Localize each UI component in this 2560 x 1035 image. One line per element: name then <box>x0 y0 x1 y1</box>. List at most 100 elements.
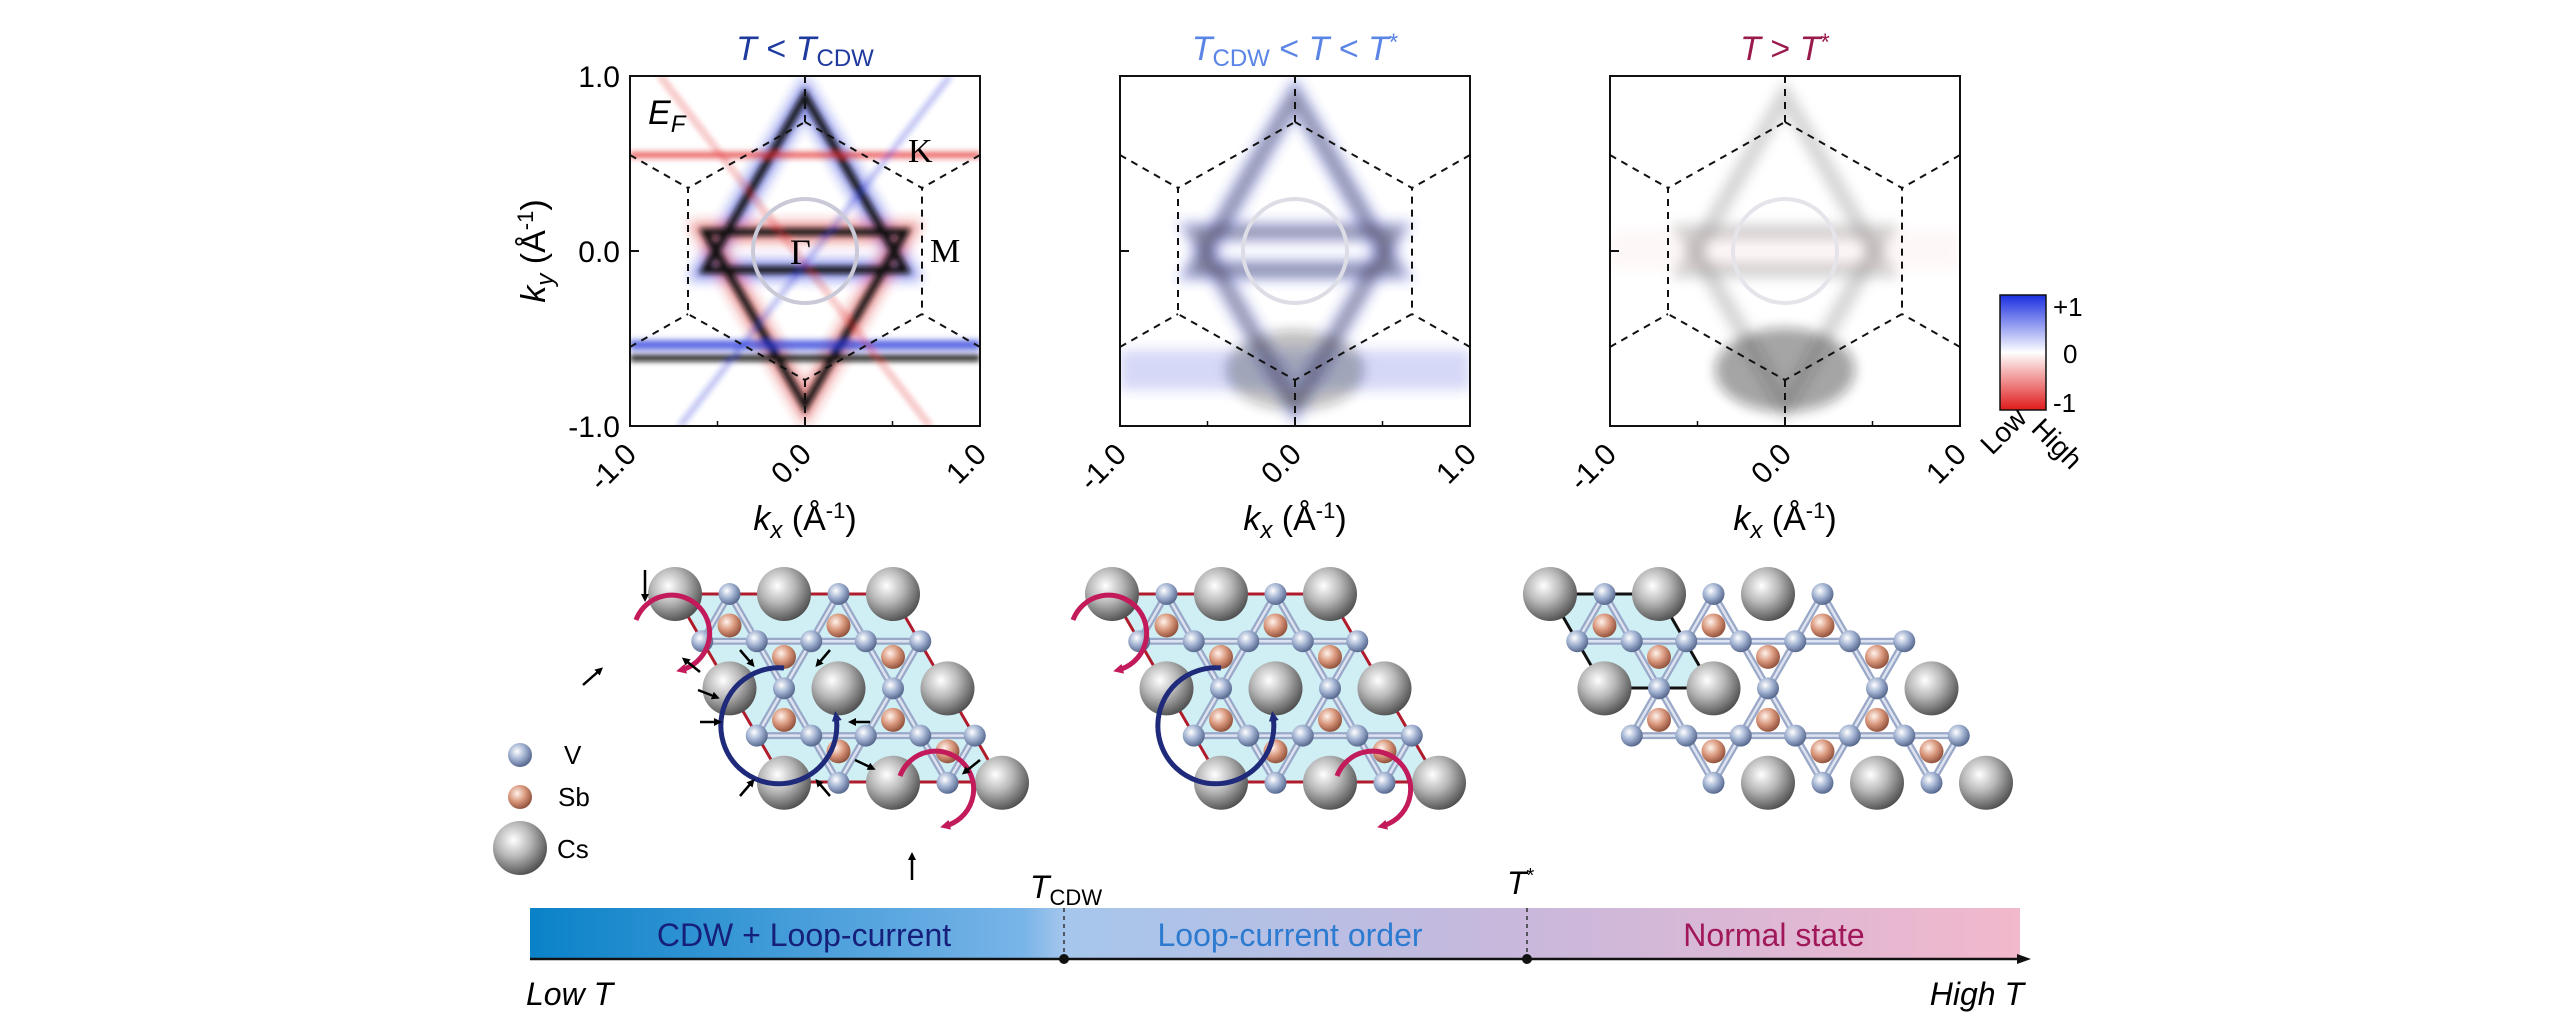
v-atom <box>773 677 795 700</box>
v-atom <box>800 724 823 747</box>
v-atom <box>1264 583 1287 605</box>
v-atom <box>909 724 932 747</box>
cs-atom <box>1577 661 1632 716</box>
v-atom <box>1702 771 1725 794</box>
cs-atom <box>1741 755 1795 810</box>
v-bond-highlight <box>700 591 759 643</box>
panel-1-map <box>630 76 980 426</box>
y-tick-label: -1.0 <box>568 411 620 444</box>
cs-atom <box>1194 567 1248 621</box>
v-bond-highlight <box>754 685 814 737</box>
v-atom <box>1291 724 1314 747</box>
tstar-mark-label: T* <box>1507 865 1535 901</box>
v-atom <box>1920 771 1943 794</box>
v-bond-highlight <box>1191 639 1251 691</box>
sb-atom <box>1209 644 1233 669</box>
v-bond-highlight <box>1738 685 1798 737</box>
loop-current-large-2 <box>1155 665 1279 787</box>
v-atom <box>1702 583 1725 605</box>
v-bond-highlight <box>1793 734 1852 786</box>
v-bond-highlight <box>1629 685 1689 737</box>
cs-atom <box>1139 661 1194 716</box>
v-atom <box>1182 724 1205 747</box>
cs-atom <box>866 567 920 621</box>
x-tick-label: -1.0 <box>1563 438 1623 498</box>
cs-atom <box>1959 755 2013 810</box>
v-atom <box>936 771 959 794</box>
v-atom <box>1811 771 1834 794</box>
v-atom <box>1620 724 1643 747</box>
cs-atom <box>1904 661 1959 716</box>
v-atom <box>1675 630 1698 653</box>
v-bonds <box>1571 587 1965 790</box>
atom-legend: V Sb Cs <box>493 740 590 875</box>
y-tick-label: 1.0 <box>578 61 620 94</box>
loop-current-order-segment-label: Loop-current order <box>1157 917 1422 953</box>
sb-atom <box>1647 644 1671 669</box>
v-atom <box>1566 630 1589 653</box>
sb-atom <box>717 613 742 638</box>
sb-atom <box>1209 707 1233 732</box>
atoms <box>648 567 1029 810</box>
x-tick-label: 1.0 <box>1430 438 1483 491</box>
loop-current-small-2a <box>1070 592 1150 674</box>
v-atom <box>1893 724 1916 747</box>
v-atom <box>854 724 877 747</box>
v-atom <box>1729 630 1752 653</box>
sb-atom <box>881 707 905 732</box>
colorbar-high-label: High <box>2026 412 2089 475</box>
legend-sb-label: Sb <box>558 782 590 812</box>
atoms <box>1523 567 2013 810</box>
x-tick-label: 0.0 <box>1745 438 1798 491</box>
v-atom <box>1264 771 1287 794</box>
v-atom <box>800 630 823 653</box>
v-atom <box>1210 677 1232 700</box>
x-axis-label: kx (Å-1) <box>753 498 856 544</box>
y-axis-label: ky (Å-1) <box>513 199 559 302</box>
colorbar-max-label: +1 <box>2053 292 2083 322</box>
cdw-arrow <box>582 667 603 686</box>
cdw-arrow <box>854 758 876 770</box>
cs-atom <box>811 661 866 716</box>
tstar-point <box>1522 954 1532 964</box>
colorbar-mid-label: 0 <box>2063 339 2077 369</box>
sb-atom <box>1154 613 1179 638</box>
sb-atom <box>1701 613 1726 638</box>
cs-atom <box>866 755 920 810</box>
v-bond-highlight <box>1191 685 1251 737</box>
v-atom <box>1648 677 1670 700</box>
cs-atom <box>920 661 975 716</box>
v-atom <box>827 771 850 794</box>
v-bond-highlight <box>1847 685 1907 737</box>
v-atom <box>1757 677 1779 700</box>
low-t-label: Low T <box>526 976 616 1012</box>
v-atom <box>963 724 986 747</box>
x-tick-label: 1.0 <box>940 438 993 491</box>
v-bond-highlight <box>1575 591 1634 643</box>
v-atom <box>854 630 877 653</box>
lattice-3 <box>1523 567 2013 810</box>
v-atom <box>745 724 768 747</box>
v-atom <box>1346 630 1369 653</box>
cs-atom <box>1523 567 1577 621</box>
sb-atom <box>1263 613 1288 638</box>
v-bond-highlight <box>1137 591 1196 643</box>
v-atom <box>1811 583 1834 605</box>
temperature-bar <box>530 908 2020 958</box>
sb-atom <box>1810 739 1835 764</box>
cdw-arrow <box>697 688 720 700</box>
v-atom <box>1675 724 1698 747</box>
cs-atom <box>975 755 1029 810</box>
v-bond-highlight <box>1684 591 1743 643</box>
cdw-arrow <box>961 759 981 775</box>
v-atom <box>882 677 904 700</box>
x-tick-label: -1.0 <box>1073 438 1133 498</box>
v-atom <box>718 583 741 605</box>
x-tick-label: 0.0 <box>765 438 818 491</box>
v-bond-highlight <box>1902 734 1961 786</box>
v-atom <box>909 630 932 653</box>
v-atom <box>745 630 768 653</box>
k-point-label: K <box>908 133 933 170</box>
legend-v-label: V <box>564 740 582 770</box>
sb-atom <box>1592 613 1617 638</box>
